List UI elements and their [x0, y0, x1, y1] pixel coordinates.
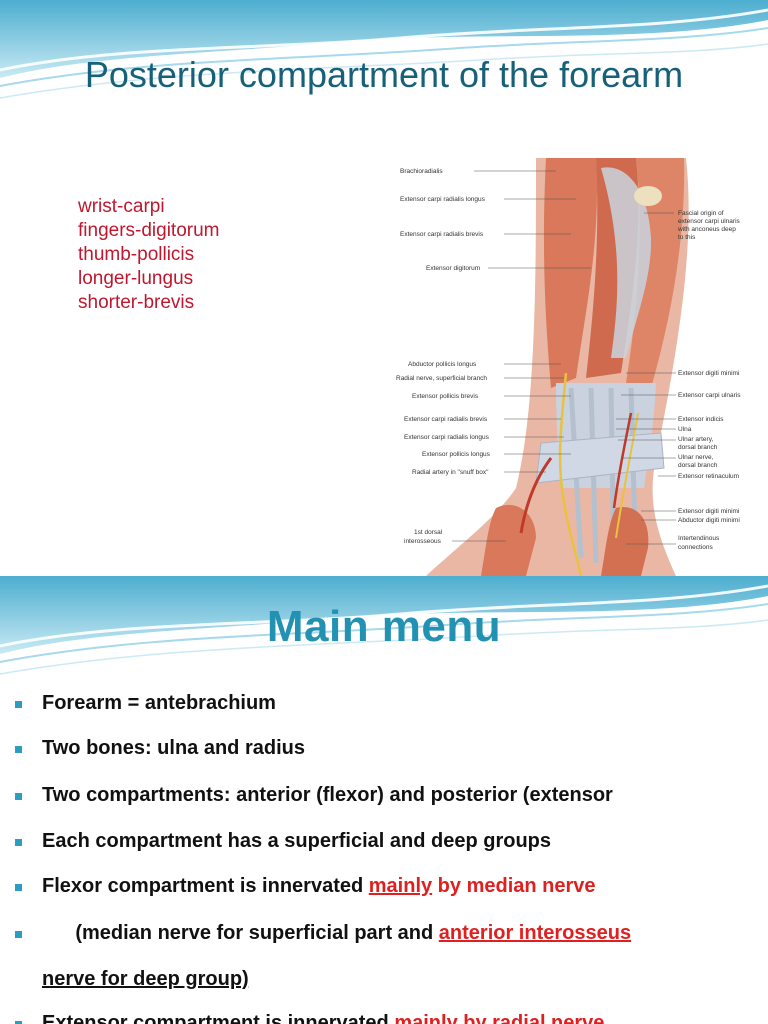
abbreviation-list: wrist-carpi fingers-digitorum thumb-poll… — [78, 195, 220, 315]
bullet-item: (median nerve for superficial part and a… — [0, 920, 768, 950]
label-ulnar-nerve-1: Ulnar nerve, — [678, 454, 714, 461]
wave-header-decoration — [0, 0, 768, 99]
radial-nerve — [558, 372, 583, 576]
bullet-item: Each compartment has a superficial and d… — [0, 828, 768, 858]
brachioradialis-muscle — [543, 158, 597, 388]
bullet-text: Two bones: ulna and radius — [42, 737, 305, 759]
leader-lines-right — [616, 212, 676, 545]
bullet-item: Flexor compartment is innervated mainly … — [0, 873, 768, 903]
bullet-square-icon — [15, 1021, 22, 1024]
bullet-square-icon — [15, 793, 22, 800]
label-edm-upper: Extensor digiti minimi — [678, 370, 739, 377]
label-dorsal-interosseous-2: interosseous — [404, 538, 442, 545]
bullet-square-icon — [15, 701, 22, 708]
bullet-square-icon — [15, 746, 22, 753]
bullet-square-icon — [15, 931, 22, 938]
label-fascial-origin-3: with anconeus deep — [677, 226, 736, 233]
bullet-item: Forearm = antebrachium — [0, 690, 768, 720]
label-ecrb-lower: Extensor carpi radialis brevis — [404, 416, 488, 423]
abbreviation-item: longer-lungus — [78, 268, 194, 289]
olecranon-highlight — [634, 186, 662, 206]
abbreviation-item: thumb-pollicis — [78, 244, 195, 265]
label-abductor-digiti-minimi: Abductor digiti minimi — [678, 517, 740, 524]
label-intertendinous-1: Intertendinous — [678, 535, 720, 542]
emphasis-anterior-interosseus: anterior interosseus — [438, 922, 632, 944]
label-ulna: Ulna — [678, 426, 692, 433]
label-edm-lower: Extensor digiti minimi — [678, 508, 739, 515]
bullet-text: Each compartment has a superficial and d… — [42, 830, 552, 852]
bullet-text: Flexor compartment is innervated mainly … — [42, 875, 596, 897]
bullet-square-icon — [15, 839, 22, 846]
leader-lines-left — [452, 170, 591, 542]
label-extensor-indicis: Extensor indicis — [678, 416, 724, 423]
label-radial-artery: Radial artery in "snuff box" — [412, 469, 489, 476]
label-fascial-origin-4: to this — [678, 234, 696, 241]
label-abductor-pollicis-longus: Abductor pollicis longus — [408, 361, 477, 368]
label-ulnar-artery-2: dorsal branch — [678, 444, 718, 451]
label-ecrl-lower: Extensor carpi radialis longus — [404, 434, 490, 441]
hand-muscle-right — [601, 507, 649, 576]
bullet-text: nerve for deep group) — [42, 968, 249, 990]
bullet-item: Two compartments: anterior (flexor) and … — [0, 782, 768, 812]
label-extensor-digitorum: Extensor digitorum — [426, 265, 480, 272]
label-ulnar-artery-1: Ulnar artery, — [678, 436, 713, 443]
slide-main-menu — [0, 576, 768, 1024]
abbreviation-item: shorter-brevis — [78, 292, 195, 313]
label-ecrl-upper: Extensor carpi radialis longus — [400, 196, 486, 203]
ulnar-artery — [612, 412, 633, 509]
emphasis-median-nerve: by median nerve — [432, 875, 596, 897]
bullet-item: Extensor compartment is innervated mainl… — [0, 1010, 768, 1024]
emphasis-mainly: mainly — [368, 875, 433, 897]
bullet-continuation: nerve for deep group) — [0, 966, 768, 996]
bullet-text: Extensor compartment is innervated mainl… — [42, 1012, 604, 1024]
label-dorsal-interosseous-1: 1st dorsal — [414, 529, 443, 536]
label-brachioradialis: Brachioradialis — [400, 168, 443, 175]
label-intertendinous-2: connections — [678, 544, 713, 551]
ulnar-nerve — [615, 412, 639, 539]
wave-header-decoration — [0, 576, 768, 675]
label-fascial-origin-2: extensor carpi ulnaris — [678, 218, 741, 225]
bullet-text: (median nerve for superficial part and a… — [42, 922, 632, 944]
label-radial-nerve: Radial nerve, superficial branch — [396, 375, 487, 382]
main-menu-title: Main menu — [266, 602, 502, 651]
slide-posterior-compartment: Posterior compartment of the forearm wri… — [0, 0, 768, 576]
bullet-item: Two bones: ulna and radius — [0, 735, 768, 765]
slide-title: Posterior compartment of the forearm — [84, 54, 684, 95]
label-epl: Extensor pollicis longus — [422, 451, 491, 458]
emphasis-radial-nerve: mainly by radial nerve — [394, 1012, 605, 1024]
label-epb: Extensor pollicis brevis — [412, 393, 479, 400]
label-ecrb-upper: Extensor carpi radialis brevis — [400, 231, 484, 238]
bullet-text: Forearm = antebrachium — [42, 692, 276, 714]
fascia-region — [601, 167, 652, 358]
label-fascial-origin-1: Fascial origin of — [678, 210, 724, 217]
bullet-text: Two compartments: anterior (flexor) and … — [42, 784, 613, 806]
label-extensor-retinaculum: Extensor retinaculum — [678, 473, 739, 480]
bullet-square-icon — [15, 884, 22, 891]
abbreviation-item: fingers-digitorum — [78, 220, 220, 241]
label-ecu: Extensor carpi ulnaris — [678, 392, 741, 399]
forearm-anatomy-illustration: Brachioradialis Extensor carpi radialis … — [386, 158, 758, 576]
label-ulnar-nerve-2: dorsal branch — [678, 462, 718, 469]
radial-artery — [519, 457, 553, 534]
abbreviation-item: wrist-carpi — [78, 196, 165, 217]
